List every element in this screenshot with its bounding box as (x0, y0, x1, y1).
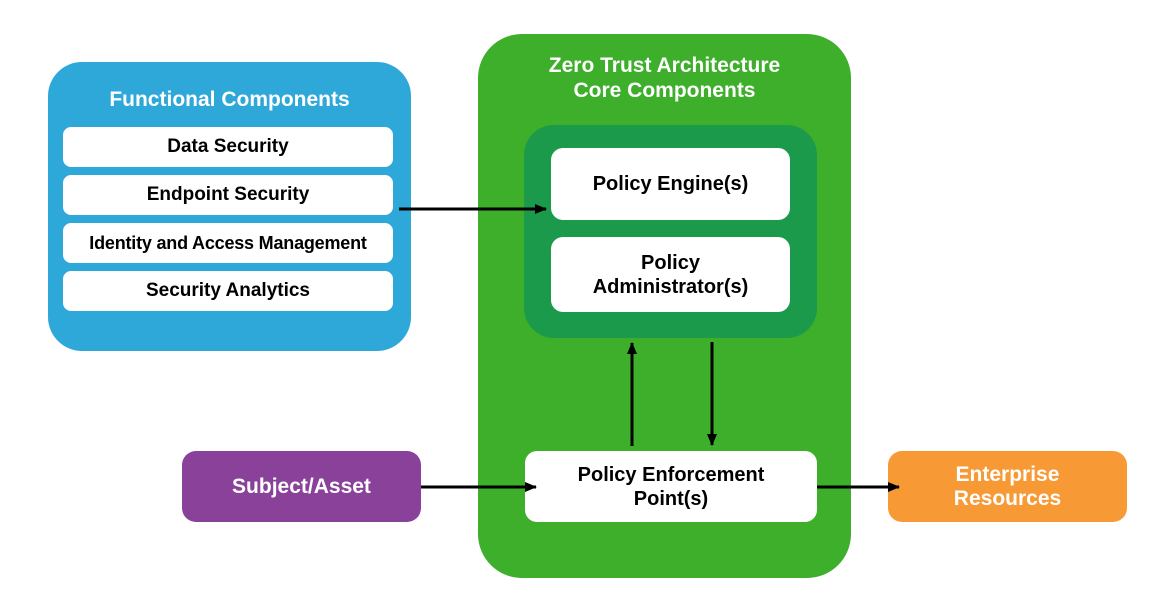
policy-engine-label: Policy Engine(s) (592, 173, 749, 195)
func-item-endpoint-security: Endpoint Security (63, 175, 393, 215)
subject-asset-box: Subject/Asset (182, 451, 421, 522)
func-item-data-security: Data Security (63, 127, 393, 167)
policy-admin-line2: Administrator(s) (592, 275, 749, 298)
enterprise-line1: Enterprise (955, 462, 1060, 486)
functional-components-title: Functional Components (109, 88, 350, 111)
func-item-identity-access-management: Identity and Access Management (63, 223, 393, 263)
pep-line2: Point(s) (633, 487, 709, 510)
enterprise-line2: Resources (953, 486, 1062, 510)
zta-title-line2: Core Components (573, 79, 756, 102)
subject-asset-label: Subject/Asset (232, 474, 371, 498)
pep-line1: Policy Enforcement (577, 463, 765, 486)
policy-admin-line1: Policy (641, 251, 700, 274)
policy-engine-box: Policy Engine(s) (551, 148, 790, 220)
policy-enforcement-point-box: Policy Enforcement Point(s) (525, 451, 817, 522)
zta-core-title: Zero Trust Architecture Core Components (478, 53, 851, 103)
enterprise-resources-box: Enterprise Resources (888, 451, 1127, 522)
policy-administrator-box: Policy Administrator(s) (551, 237, 790, 312)
zta-title-line1: Zero Trust Architecture (548, 54, 781, 77)
func-item-security-analytics: Security Analytics (63, 271, 393, 311)
